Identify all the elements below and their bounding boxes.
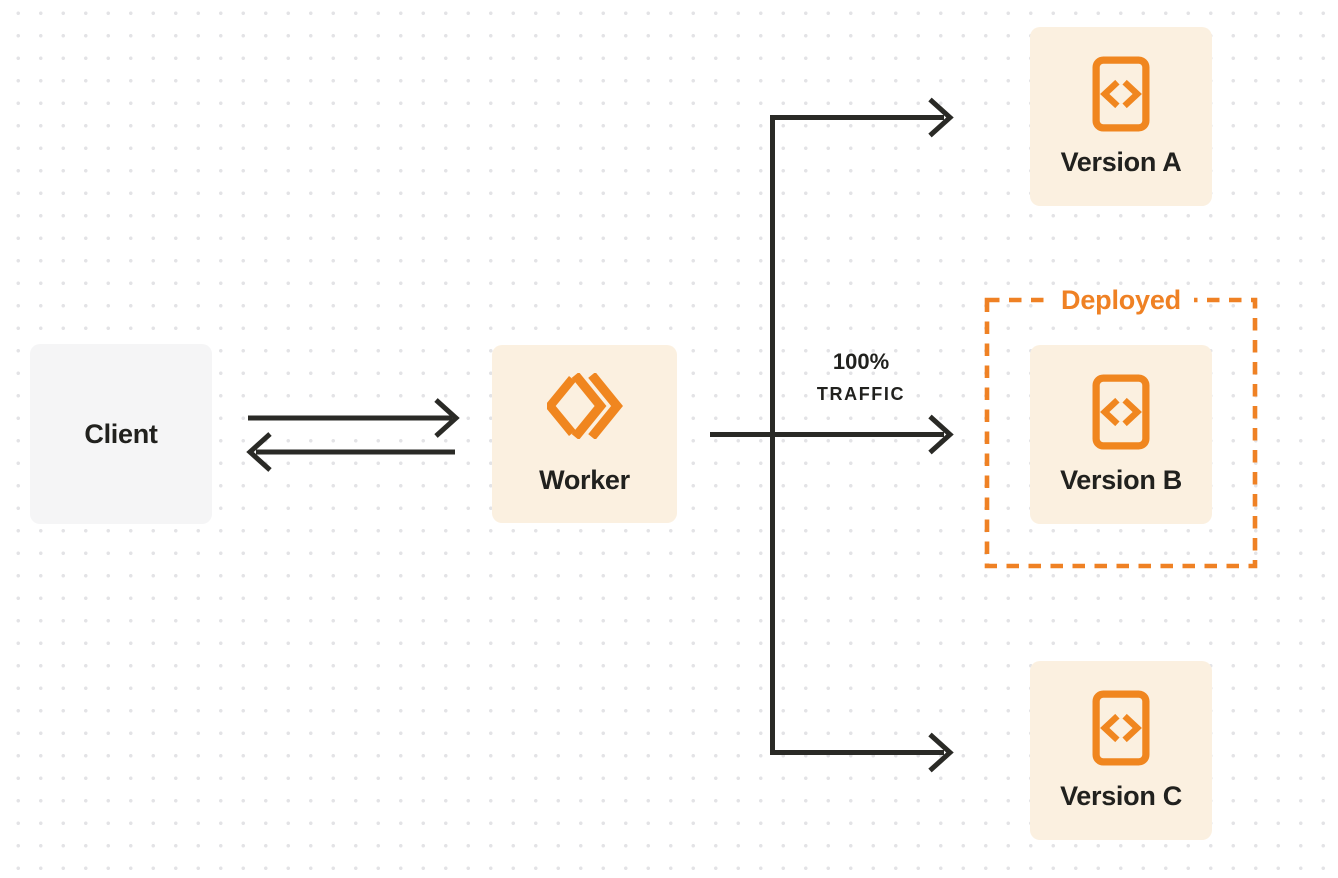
version-c-node: Version C [1030,661,1212,840]
client-node: Client [30,344,212,524]
code-file-icon [1092,689,1150,766]
traffic-word: TRAFFIC [816,384,906,404]
code-file-icon [1092,373,1150,450]
client-label: Client [84,418,158,449]
traffic-percent: 100% [832,349,890,374]
worker-to-client-arrow [246,432,455,472]
branch-to-version-c-arrow [770,433,954,773]
code-file-icon [1092,55,1150,132]
version-a-label: Version A [1060,146,1182,177]
version-c-label: Version C [1060,780,1182,811]
worker-label: Worker [539,464,630,495]
traffic-annotation: 100% TRAFFIC [786,349,936,404]
version-b-node: Version B [1030,345,1212,524]
worker-node: Worker [492,345,677,523]
branch-to-version-a-arrow [770,97,954,437]
cloudflare-workers-logo-icon [543,371,623,440]
version-b-label: Version B [1060,464,1182,495]
version-a-node: Version A [1030,27,1212,206]
client-to-worker-arrow [248,398,460,438]
worker-to-version-b-arrow [710,414,954,455]
deployed-badge: Deployed [1048,285,1194,316]
